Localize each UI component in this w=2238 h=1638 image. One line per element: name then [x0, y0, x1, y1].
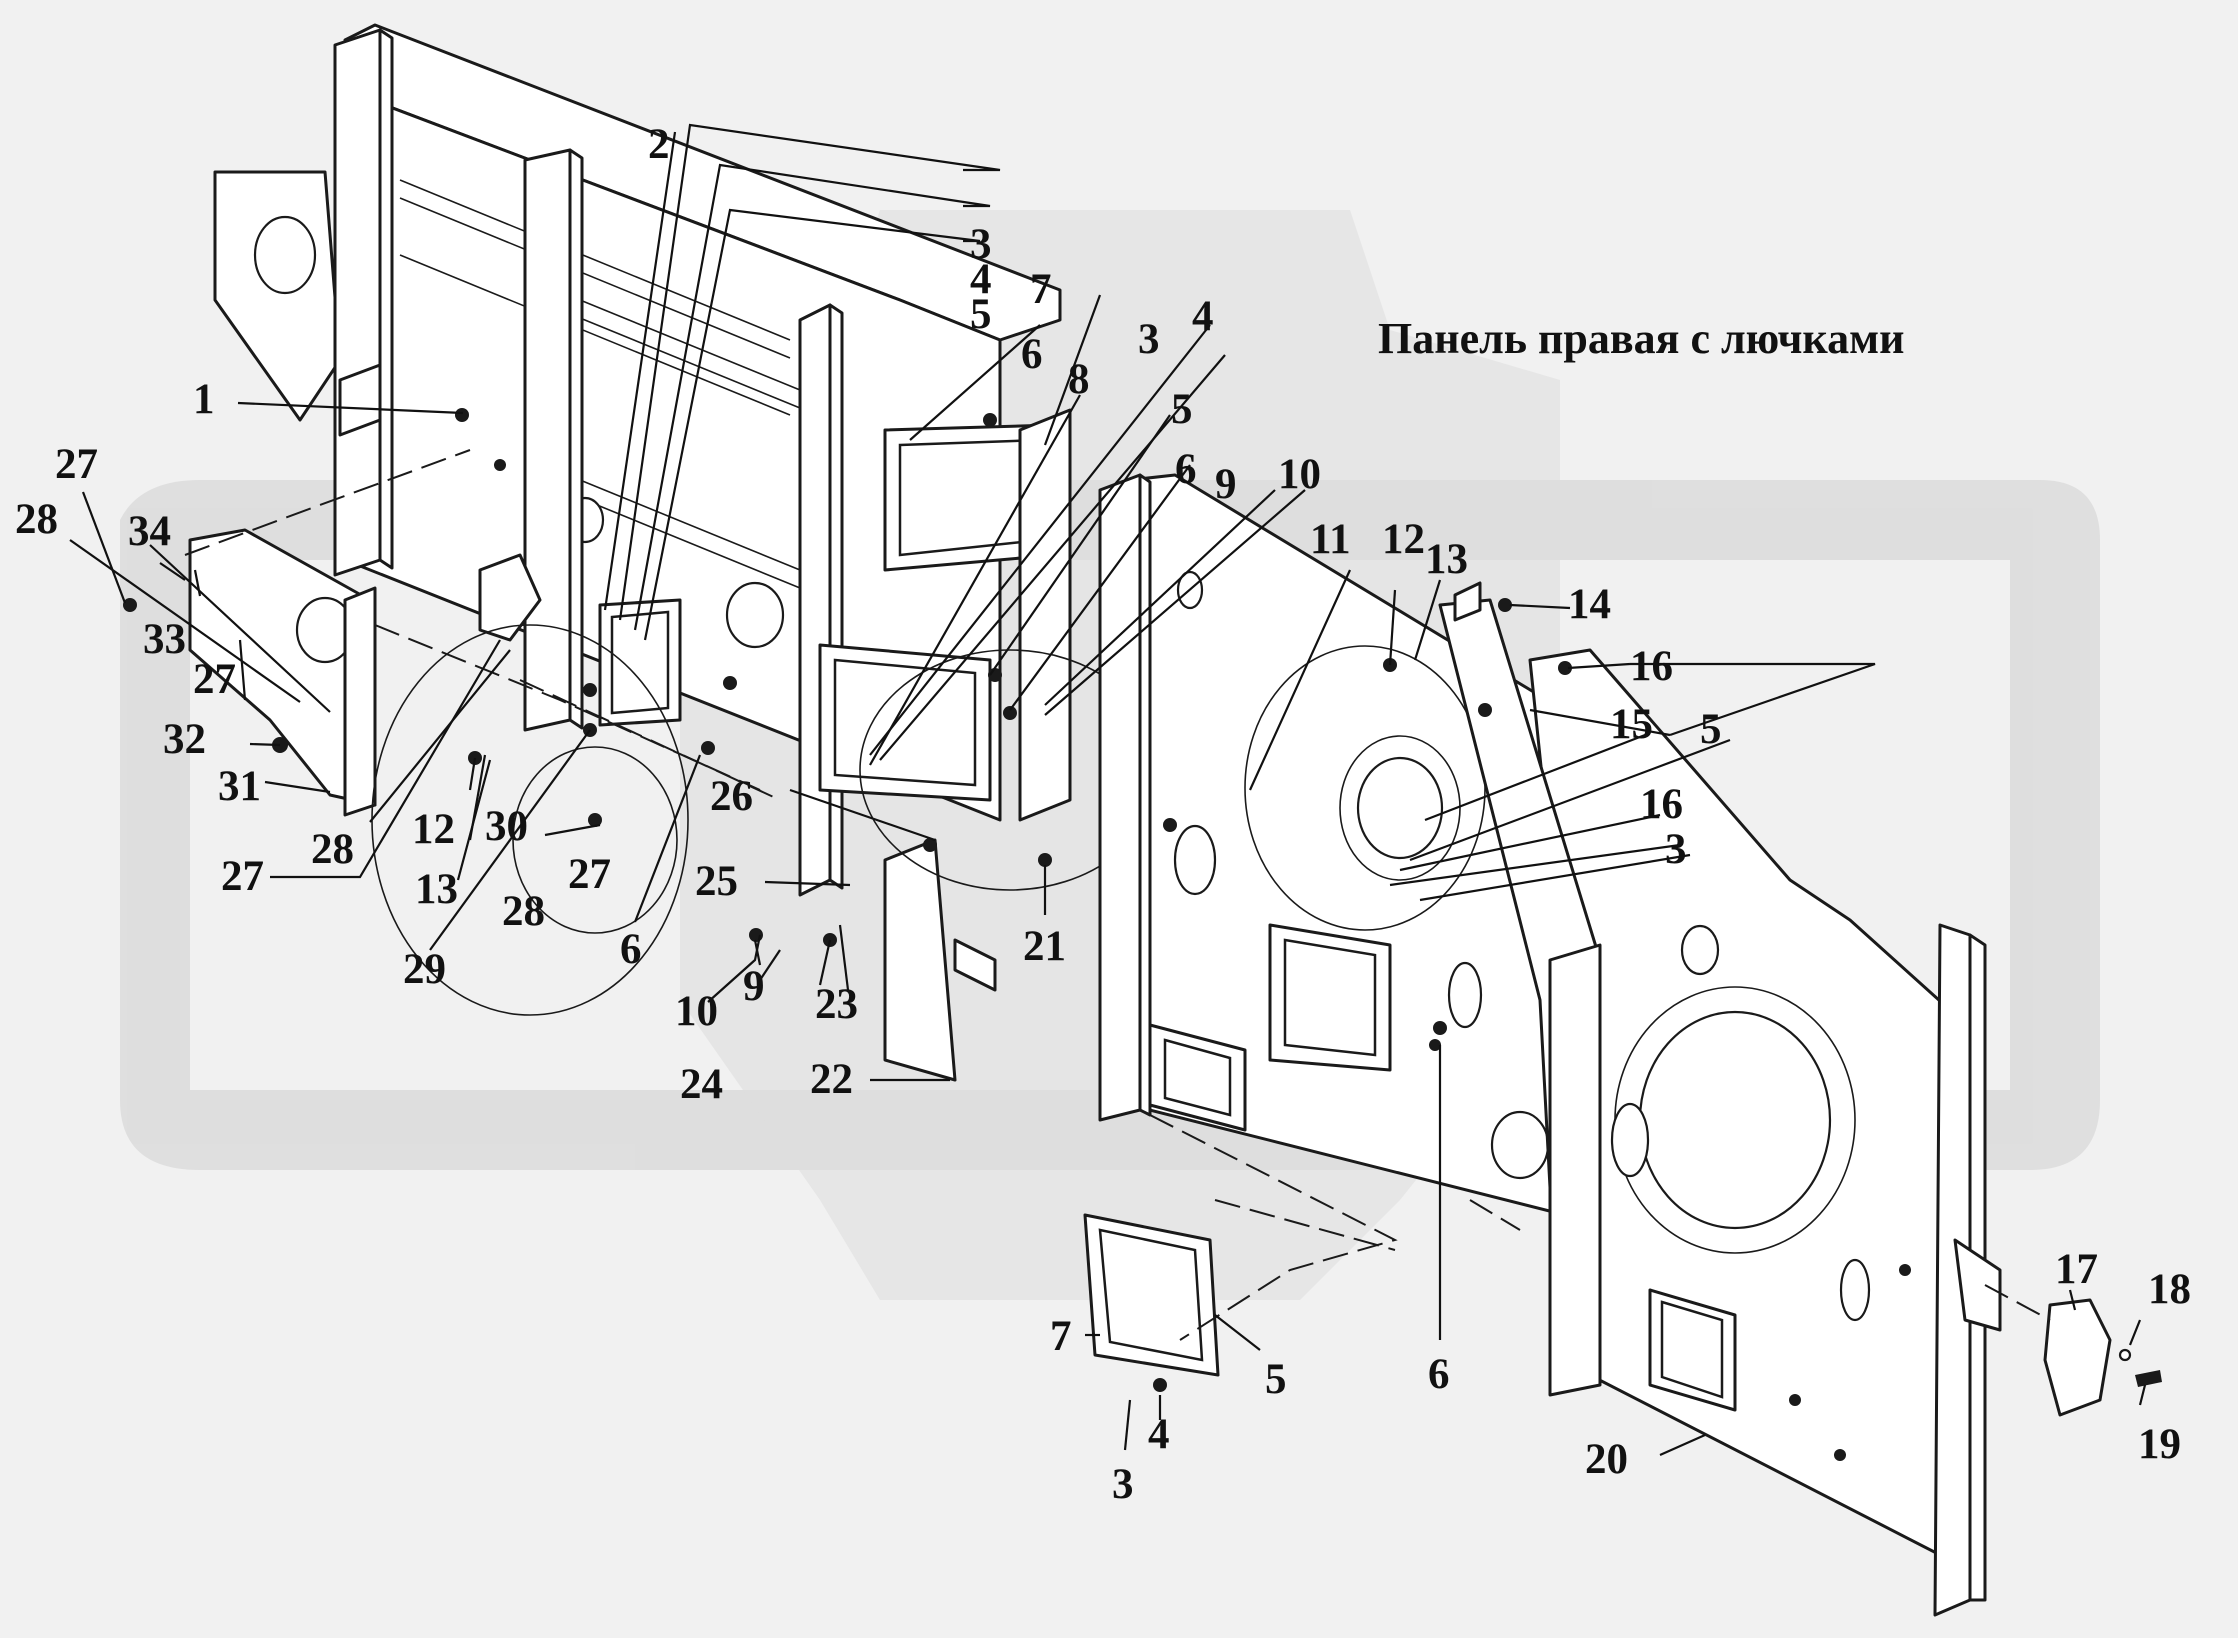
callout-26: 26 — [710, 773, 753, 820]
leader-lines — [69, 123, 2147, 1457]
callout-31: 31 — [218, 763, 261, 810]
callout-9: 9 — [1215, 461, 1237, 508]
callout-29: 29 — [403, 946, 446, 993]
vertical-rail-right — [1933, 923, 2002, 1617]
callout-4: 4 — [1192, 293, 1214, 340]
callout-12: 12 — [412, 806, 455, 853]
callout-5: 5 — [1700, 706, 1722, 753]
hatch-frame-7 — [1083, 1213, 1220, 1377]
callout-34: 34 — [128, 508, 171, 555]
callout-22: 22 — [810, 1056, 853, 1103]
page-title: Панель правая с лючками — [1378, 314, 1905, 363]
callout-21: 21 — [1023, 923, 1066, 970]
callout-12: 12 — [1382, 516, 1425, 563]
callout-7: 7 — [1050, 1313, 1072, 1360]
left-bracket-plate — [213, 170, 342, 422]
callout-10: 10 — [675, 988, 718, 1035]
callout-3: 3 — [1112, 1461, 1134, 1508]
callout-3: 3 — [970, 221, 992, 268]
callout-5: 5 — [1265, 1356, 1287, 1403]
callout-28: 28 — [311, 826, 354, 873]
callout-6: 6 — [620, 926, 642, 973]
callout-16: 16 — [1640, 781, 1683, 828]
callout-3: 3 — [1665, 826, 1687, 873]
callout-labels: 1 2 3 4 5 7 6 4 3 8 5 6 9 10 11 12 13 14… — [15, 121, 2191, 1508]
callout-1: 1 — [193, 376, 215, 423]
callout-25: 25 — [695, 858, 738, 905]
callout-3: 3 — [1138, 316, 1160, 363]
callout-11: 11 — [1310, 516, 1351, 563]
callout-18: 18 — [2148, 1266, 2191, 1313]
callout-14: 14 — [1568, 581, 1611, 628]
callout-17: 17 — [2055, 1246, 2098, 1293]
lower-strip-22 — [883, 838, 997, 1082]
hatch-door-upper — [883, 408, 1072, 822]
callout-9: 9 — [743, 963, 765, 1010]
hatch-door-middle — [818, 643, 992, 802]
callout-4: 4 — [970, 256, 992, 303]
callout-7: 7 — [1030, 266, 1052, 313]
callout-33: 33 — [143, 616, 186, 663]
callout-27: 27 — [55, 441, 98, 488]
callout-19: 19 — [2138, 1421, 2181, 1468]
callout-10: 10 — [1278, 451, 1321, 498]
callout-13: 13 — [1425, 536, 1468, 583]
callout-5: 5 — [970, 291, 992, 338]
callout-6: 6 — [1021, 331, 1043, 378]
callout-15: 15 — [1610, 701, 1653, 748]
callout-27: 27 — [193, 656, 236, 703]
callout-30: 30 — [485, 803, 528, 850]
callout-23: 23 — [815, 981, 858, 1028]
callout-27: 27 — [568, 851, 611, 898]
assembly-lines-left — [184, 449, 781, 801]
callout-6: 6 — [1428, 1351, 1450, 1398]
callout-27: 27 — [221, 853, 264, 900]
callout-16: 16 — [1630, 643, 1673, 690]
callout-24: 24 — [680, 1061, 723, 1108]
callout-28: 28 — [15, 496, 58, 543]
callout-13: 13 — [415, 866, 458, 913]
callout-8: 8 — [1068, 356, 1090, 403]
callout-28: 28 — [502, 888, 545, 935]
vertical-post-middle — [478, 148, 584, 732]
callout-5: 5 — [1171, 386, 1193, 433]
clamp-17 — [2043, 1298, 2162, 1417]
assembly-lines-right — [1149, 1114, 2051, 1341]
callout-20: 20 — [1585, 1436, 1628, 1483]
callout-4: 4 — [1148, 1411, 1170, 1458]
callout-2: 2 — [648, 121, 670, 168]
callout-32: 32 — [163, 716, 206, 763]
vertical-post-left — [333, 28, 394, 577]
hatch-door-left — [598, 598, 682, 727]
callout-6: 6 — [1175, 446, 1197, 493]
